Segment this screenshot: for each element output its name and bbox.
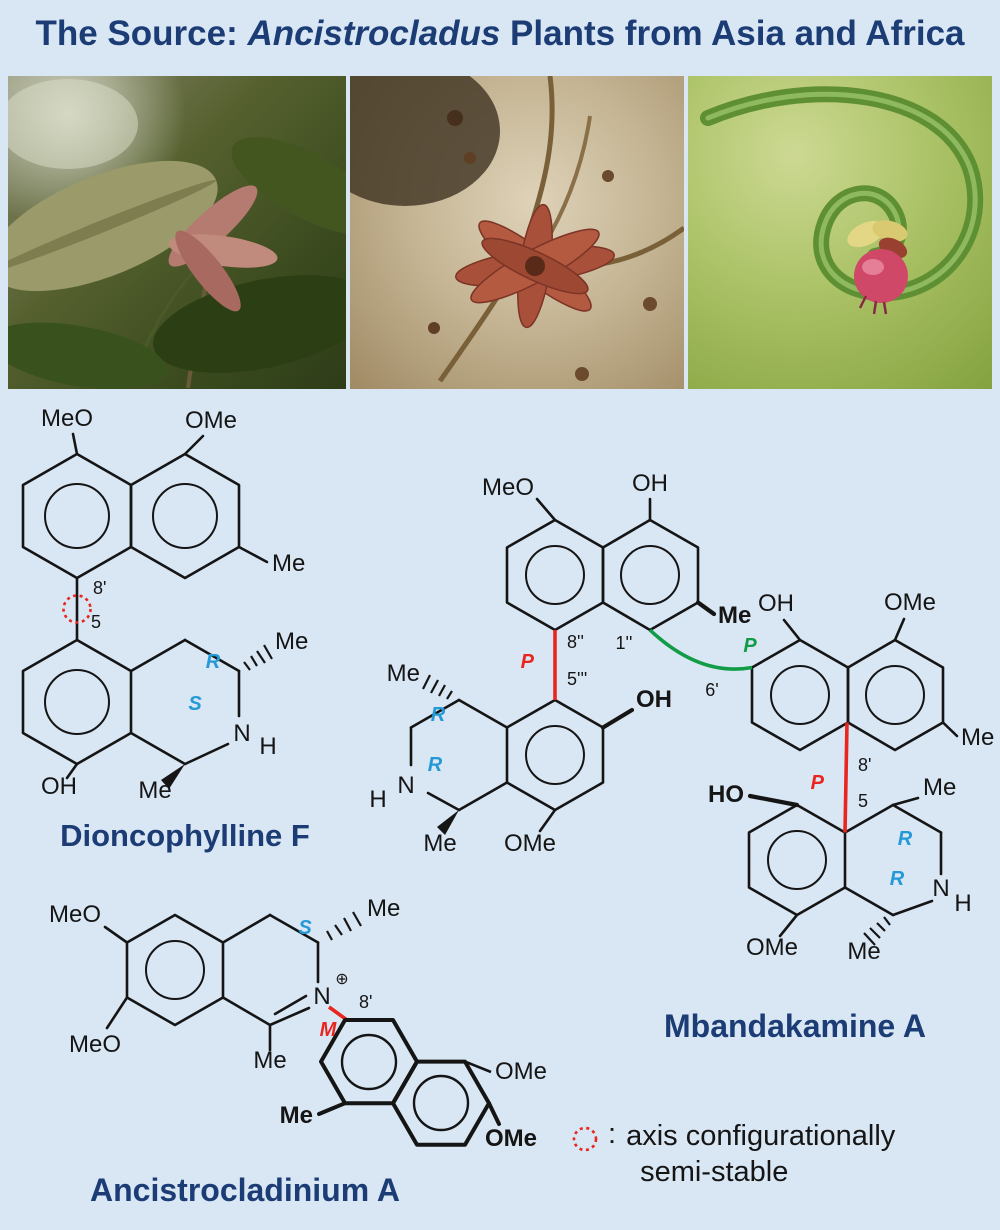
legend-line2: semi-stable (640, 1156, 789, 1189)
branch-shapes (350, 76, 684, 383)
label-u2-stereo-r-c1: R (890, 868, 905, 890)
leaves-illustration (8, 79, 346, 389)
semi-stable-axis-icon (62, 594, 92, 624)
mbandakamine-a-structure: MeO OH Me 1'' 8'' P 5''' OH Me R R N H M… (369, 470, 994, 965)
label-pos-5tprime: 5''' (567, 669, 587, 689)
label-n: N (233, 720, 250, 747)
label-meo-bottom: MeO (69, 1031, 121, 1058)
green-biaryl-bond (648, 628, 753, 671)
label-stereo-r: R (206, 651, 221, 673)
label-ome-naphthalene: OMe (495, 1058, 547, 1085)
label-nh: H (259, 733, 276, 760)
label-meo: MeO (41, 405, 93, 432)
label-me-naphthalene: Me (280, 1102, 313, 1129)
label-u1-oh-inner: OH (636, 686, 672, 713)
ancistrocladinium-a-structure: MeO MeO Me S N ⊕ Me 8' M Me OMe OMe (49, 895, 547, 1152)
tendril-shape (700, 86, 984, 302)
mbandakamine-a-axis-bonds (553, 628, 849, 833)
label-pos-8dprime: 8'' (567, 632, 584, 652)
page-title: The Source: Ancistrocladus Plants from A… (0, 14, 1000, 54)
label-u2-ome-bottom: OMe (746, 934, 798, 961)
label-u2-me-c1: Me (847, 938, 880, 965)
label-me-c3: Me (367, 895, 400, 922)
label-ome-naphthalene-bold: OMe (485, 1125, 537, 1152)
label-u1-me-c3: Me (387, 660, 420, 687)
ancistrocladinium-a-naphthalene-bold (317, 1018, 501, 1147)
dioncophylline-f-stereo-bonds (161, 644, 273, 789)
mbandakamine-a-bonds (409, 497, 959, 938)
label-u2-ho: HO (708, 781, 744, 808)
label-green-axis-p: P (743, 635, 757, 657)
label-stereo-s: S (188, 693, 202, 715)
label-me-c3: Me (275, 628, 308, 655)
ome-bond (464, 1060, 492, 1074)
label-u1-meo: MeO (482, 474, 534, 501)
label-pos-5-u2: 5 (858, 791, 868, 811)
label-pos-6prime: 6' (705, 680, 718, 700)
label-u1-nh: H (369, 786, 386, 813)
label-n-plus: N (313, 983, 330, 1010)
legend-axis-semistable: : axis configurationally semi-stable (570, 1118, 980, 1191)
photo-ancistrocladus-leaves (8, 76, 346, 389)
label-u2-oh-top: OH (758, 590, 794, 617)
caption-dioncophylline-f: Dioncophylline F (60, 818, 310, 853)
label-axis-m: M (320, 1019, 338, 1041)
title-suffix: Plants from Asia and Africa (500, 14, 965, 53)
label-u1-oh-top: OH (632, 470, 668, 497)
label-u1-axis-p: P (521, 651, 535, 673)
dioncophylline-f-structure: MeO OMe Me 8' 5 Me R S N H OH Me (21, 405, 308, 804)
mbandakamine-a-stereo-bonds (422, 674, 891, 946)
label-pos-8prime-u2: 8' (858, 755, 871, 775)
label-me-aryl: Me (272, 550, 305, 577)
ancistrocladinium-a-bonds (103, 913, 320, 1052)
pink-flower (847, 220, 908, 315)
dotted-red-circle-icon (572, 1126, 598, 1152)
label-meo-top: MeO (49, 901, 101, 928)
label-u1-stereo-r-c1: R (428, 754, 443, 776)
circled-plus-icon: ⊕ (335, 971, 348, 988)
red-axis-bond (327, 1005, 349, 1022)
label-u1-n: N (397, 772, 414, 799)
label-u1-me-aryl: Me (718, 602, 751, 629)
label-u1-stereo-r-c3: R (431, 704, 446, 726)
leaf-shapes (8, 79, 346, 389)
photo-ancistrocladus-fruits (350, 76, 684, 389)
label-pos-8prime: 8' (93, 578, 106, 598)
label-me-c1: Me (253, 1047, 286, 1074)
legend-colon: : (608, 1118, 617, 1150)
label-u1-me-c1: Me (423, 830, 456, 857)
label-stereo-s: S (298, 917, 312, 939)
legend-line1: axis configurationally (626, 1120, 896, 1152)
label-u2-ome-top: OMe (884, 589, 936, 616)
label-oh: OH (41, 773, 77, 800)
title-prefix: The Source: (35, 14, 248, 53)
dioncophylline-f-bonds (21, 432, 269, 780)
label-u2-nh: H (954, 890, 971, 917)
label-ome: OMe (185, 407, 237, 434)
legend-text: axis configurationally semi-stable (626, 1118, 895, 1191)
title-genus-italic: Ancistrocladus (247, 14, 501, 53)
label-pos-8prime: 8' (359, 992, 372, 1012)
caption-mbandakamine-a: Mbandakamine A (664, 1008, 926, 1044)
ancistrocladinium-a-stereo-bonds (326, 911, 362, 941)
label-u1-ome-bottom: OMe (504, 830, 556, 857)
label-u2-stereo-r-c3: R (898, 828, 913, 850)
label-me-c1: Me (138, 777, 171, 804)
winged-flower (454, 203, 616, 329)
caption-ancistrocladinium-a: Ancistrocladinium A (90, 1172, 400, 1208)
label-u2-axis-p: P (811, 772, 825, 794)
label-u2-me-aryl: Me (961, 724, 994, 751)
photo-ancistrocladus-tendril-flower (688, 76, 992, 389)
label-u2-me-c3: Me (923, 774, 956, 801)
label-pos-5: 5 (91, 612, 101, 632)
label-u2-n: N (932, 875, 949, 902)
tendril-illustration (700, 86, 984, 315)
label-pos-1dprime: 1'' (616, 633, 633, 653)
fruits-illustration (350, 76, 684, 383)
